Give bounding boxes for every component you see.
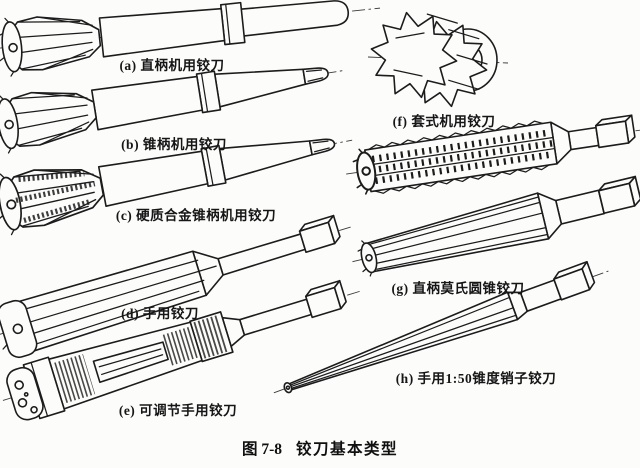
taper-shank bbox=[218, 140, 313, 181]
nick-row bbox=[374, 150, 554, 185]
blade bbox=[98, 348, 164, 376]
reamer-body bbox=[98, 7, 226, 58]
figure-caption: 图 7-8 铰刀基本类型 bbox=[242, 437, 398, 459]
tang bbox=[302, 67, 329, 85]
flutes bbox=[288, 296, 517, 389]
tooth-zigzag bbox=[368, 120, 544, 151]
square-tang bbox=[297, 214, 343, 254]
label-reamer-f: (f) 套式机用铰刀 bbox=[392, 114, 496, 129]
thread-band bbox=[54, 354, 96, 403]
reamer-shank bbox=[567, 126, 600, 151]
reamer-shank bbox=[238, 298, 313, 336]
tooth-zigzag bbox=[374, 164, 550, 194]
label-reamer-g: (g) 直柄莫氏圆锥铰刀 bbox=[391, 281, 525, 296]
gear-front-face bbox=[370, 11, 458, 99]
reamer-e-drawing bbox=[2, 279, 361, 421]
reamer-h-drawing bbox=[273, 261, 609, 394]
square-tang bbox=[303, 279, 349, 319]
reamer-shank bbox=[239, 0, 350, 37]
reamer-shank bbox=[554, 189, 605, 225]
tang bbox=[308, 138, 336, 156]
reamer-body bbox=[97, 150, 209, 207]
reamer-body bbox=[90, 75, 204, 131]
cutting-head bbox=[0, 7, 104, 78]
center-hole bbox=[12, 323, 24, 335]
reamer-g-finishing-drawing bbox=[352, 175, 640, 279]
reamer-d-drawing bbox=[0, 214, 351, 359]
reamer-shank bbox=[217, 233, 306, 276]
carbide-cutting-head bbox=[0, 155, 109, 238]
cutting-head bbox=[0, 80, 101, 156]
reamer-f-drawing bbox=[367, 11, 509, 108]
flutes bbox=[14, 259, 217, 348]
tooth-edges bbox=[426, 13, 488, 90]
taper-shank bbox=[213, 68, 307, 108]
label-reamer-h: (h) 手用1:50锥度销子铰刀 bbox=[395, 371, 557, 386]
square-tang bbox=[596, 175, 640, 215]
flutes bbox=[369, 196, 549, 270]
nick-row bbox=[371, 139, 555, 174]
reamer-c-drawing bbox=[0, 138, 353, 238]
label-reamer-b: (b) 锥柄机用铰刀 bbox=[121, 137, 227, 152]
label-reamer-e: (e) 可调节手用铰刀 bbox=[118, 403, 238, 418]
label-reamer-c: (c) 硬质合金锥柄机用铰刀 bbox=[115, 208, 277, 223]
figure-title: 铰刀基本类型 bbox=[296, 441, 399, 458]
square-tang bbox=[551, 261, 597, 301]
nick-row bbox=[371, 129, 551, 163]
label-reamer-a: (a) 直柄机用铰刀 bbox=[119, 58, 225, 73]
face-facets bbox=[393, 32, 425, 77]
thread-band bbox=[162, 326, 199, 366]
reamer-g-roughing-drawing bbox=[346, 114, 640, 196]
fluted-body bbox=[365, 192, 550, 273]
reamer-a-drawing bbox=[0, 0, 381, 78]
reamer-b-drawing bbox=[0, 67, 346, 156]
label-reamer-d: (d) 手用铰刀 bbox=[121, 306, 199, 321]
reamer-shank bbox=[519, 279, 562, 313]
carbide-texture bbox=[15, 171, 96, 223]
figure-number: 图 7-8 bbox=[241, 441, 283, 458]
square-tang bbox=[594, 114, 637, 149]
